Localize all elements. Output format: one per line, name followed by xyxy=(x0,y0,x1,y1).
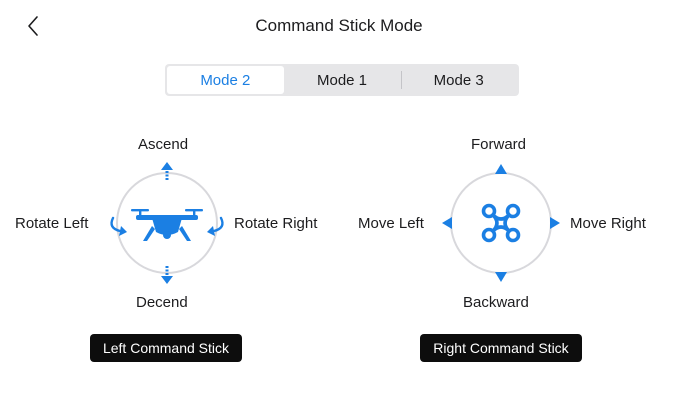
quadcopter-top-icon xyxy=(481,203,521,243)
forward-arrow-icon xyxy=(495,164,507,174)
page-title: Command Stick Mode xyxy=(255,16,423,35)
rotate-left-arrow-icon xyxy=(110,216,127,236)
ascend-arrow-icon xyxy=(161,162,173,180)
right-stick-panel: Forward Backward Move Left Move Right Ri… xyxy=(338,130,678,370)
chevron-left-icon xyxy=(28,16,38,36)
drone-side-icon xyxy=(131,209,203,241)
move-left-label: Move Left xyxy=(358,215,424,232)
forward-label: Forward xyxy=(471,136,527,153)
ascend-label: Ascend xyxy=(138,136,189,153)
left-stick-diagram xyxy=(110,162,224,284)
right-stick-diagram xyxy=(442,164,560,282)
mode-2-tab[interactable]: Mode 2 xyxy=(167,66,284,94)
segment-divider xyxy=(401,71,402,89)
move-left-arrow-icon xyxy=(442,217,452,229)
right-command-stick-tag: Right Command Stick xyxy=(420,334,582,362)
rotate-left-label: Rotate Left xyxy=(15,215,89,232)
left-stick-panel: Ascend Decend Rotate Left Rotate Right L… xyxy=(0,130,340,370)
rotate-right-arrow-icon xyxy=(207,216,224,236)
mode-3-tab[interactable]: Mode 3 xyxy=(433,71,484,89)
backward-label: Backward xyxy=(463,294,529,311)
decend-label: Decend xyxy=(136,294,188,311)
backward-arrow-icon xyxy=(495,272,507,282)
move-right-label: Move Right xyxy=(570,215,646,232)
mode-segmented-control: Mode 2 Mode 1 Mode 3 xyxy=(165,64,519,96)
move-right-arrow-icon xyxy=(550,217,560,229)
stick-ring xyxy=(450,172,552,274)
left-command-stick-tag: Left Command Stick xyxy=(90,334,242,362)
back-button[interactable] xyxy=(22,12,46,40)
decend-arrow-icon xyxy=(161,266,173,284)
mode-1-tab[interactable]: Mode 1 xyxy=(316,71,368,89)
rotate-right-label: Rotate Right xyxy=(234,215,318,232)
